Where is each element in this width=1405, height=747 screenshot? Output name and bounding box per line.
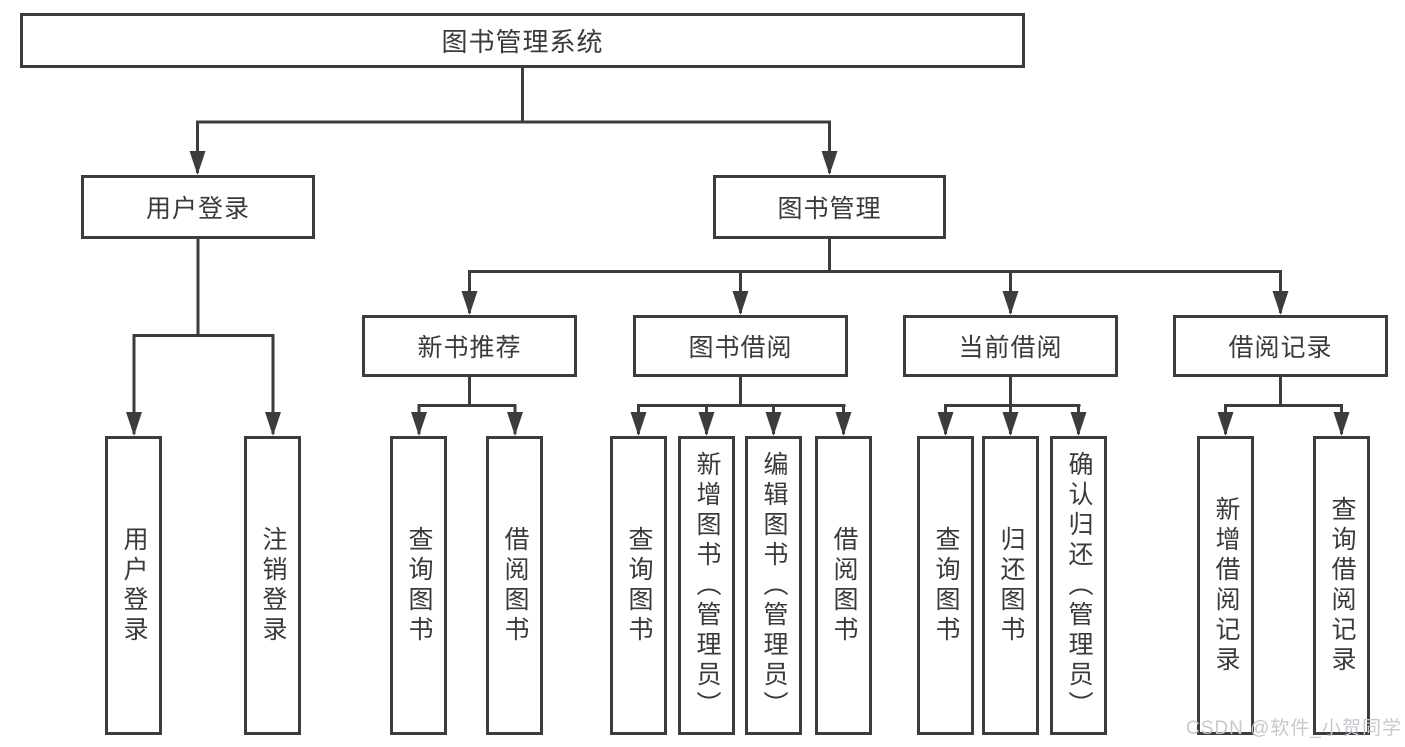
node-label: 图书借阅 bbox=[688, 334, 793, 362]
connector-root-to-level2 bbox=[189, 68, 838, 175]
node-label: 借阅图书 bbox=[501, 525, 529, 646]
leaf-return-books: 归还图书 bbox=[982, 436, 1039, 735]
leaf-add-borrow-record: 新增借阅记录 bbox=[1197, 436, 1254, 735]
leaf-user-login: 用户登录 bbox=[105, 436, 162, 735]
node-label: 注销登录 bbox=[259, 525, 287, 646]
leaf-borrow-books-borrowing: 借阅图书 bbox=[815, 436, 872, 735]
node-library-management-system: 图书管理系统 bbox=[20, 13, 1025, 68]
node-label: 图书管理系统 bbox=[441, 27, 604, 57]
node-label: 查询图书 bbox=[932, 525, 960, 646]
leaf-query-books-recommend: 查询图书 bbox=[390, 436, 447, 735]
csdn-watermark: CSDN @软件_小贺同学 bbox=[1186, 718, 1402, 739]
leaf-confirm-return-admin: 确认归还（管理员） bbox=[1050, 436, 1107, 735]
node-label: 当前借阅 bbox=[958, 334, 1063, 362]
node-label: 新书推荐 bbox=[417, 334, 522, 362]
leaf-query-books-borrowing: 查询图书 bbox=[610, 436, 667, 735]
node-user-login: 用户登录 bbox=[81, 175, 315, 239]
connector-records-to-leaves bbox=[1217, 377, 1350, 436]
node-new-book-recommendation: 新书推荐 bbox=[362, 315, 577, 377]
node-borrowing-records: 借阅记录 bbox=[1173, 315, 1388, 377]
node-label: 借阅记录 bbox=[1228, 334, 1333, 362]
leaf-query-books-current: 查询图书 bbox=[917, 436, 974, 735]
connector-newbooks-to-leaves bbox=[411, 377, 523, 436]
leaf-edit-books-admin: 编辑图书（管理员） bbox=[745, 436, 802, 735]
leaf-logout: 注销登录 bbox=[244, 436, 301, 735]
connector-borrowing-to-leaves bbox=[630, 377, 852, 436]
node-label: 借阅图书 bbox=[830, 525, 858, 646]
node-label: 图书管理 bbox=[777, 195, 882, 223]
node-label: 用户登录 bbox=[120, 525, 148, 646]
node-label: 新增借阅记录 bbox=[1212, 495, 1240, 676]
node-current-borrowing: 当前借阅 bbox=[903, 315, 1118, 377]
node-label: 确认归还（管理员） bbox=[1065, 450, 1093, 721]
node-label: 编辑图书（管理员） bbox=[760, 450, 788, 721]
node-book-management: 图书管理 bbox=[713, 175, 946, 239]
leaf-borrow-books-recommend: 借阅图书 bbox=[486, 436, 543, 735]
node-label: 查询借阅记录 bbox=[1328, 495, 1356, 676]
connector-userlogin-to-leaves bbox=[126, 239, 281, 436]
node-label: 归还图书 bbox=[997, 525, 1025, 646]
leaf-query-borrow-record: 查询借阅记录 bbox=[1313, 436, 1370, 735]
node-label: 新增图书（管理员） bbox=[693, 450, 721, 721]
node-label: 用户登录 bbox=[145, 195, 250, 223]
node-label: 查询图书 bbox=[625, 525, 653, 646]
node-book-borrowing: 图书借阅 bbox=[633, 315, 848, 377]
leaf-add-books-admin: 新增图书（管理员） bbox=[678, 436, 735, 735]
connector-bookmgmt-to-level3 bbox=[461, 239, 1289, 315]
node-label: 查询图书 bbox=[405, 525, 433, 646]
connector-current-to-leaves bbox=[937, 377, 1087, 436]
